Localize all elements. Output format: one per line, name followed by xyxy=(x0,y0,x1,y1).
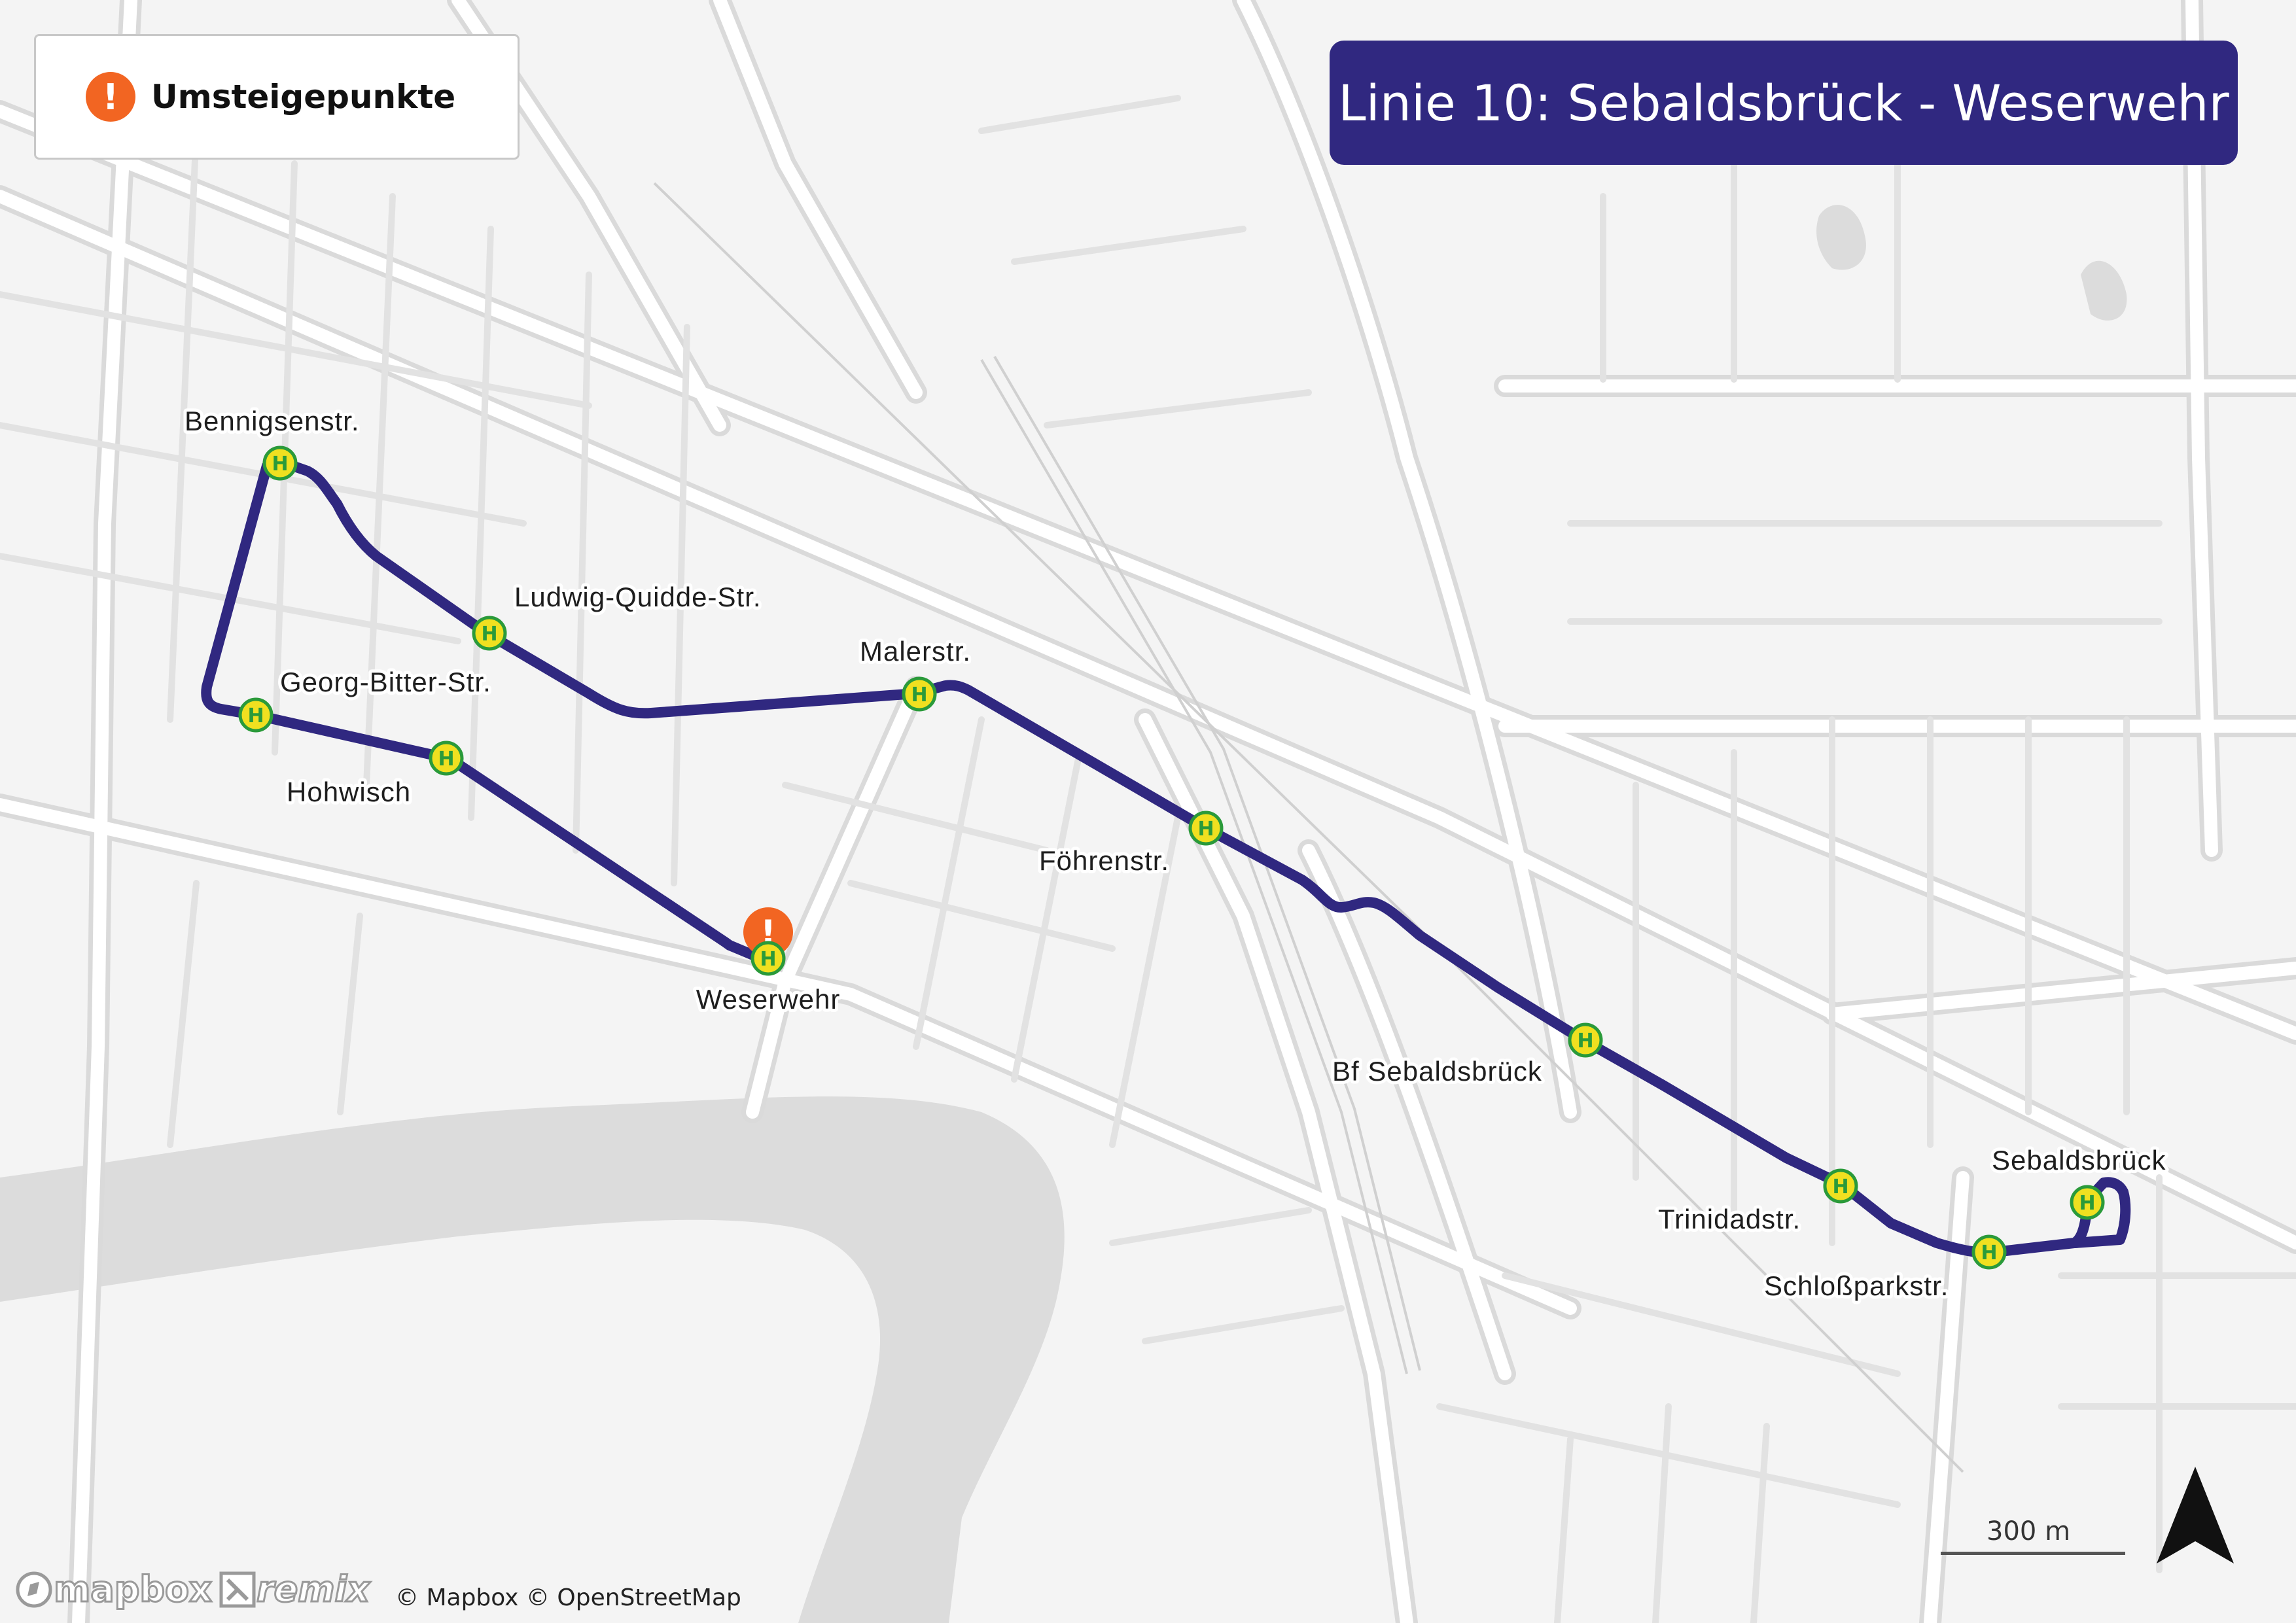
exclamation-icon: ! xyxy=(86,72,135,122)
transfer-circle xyxy=(743,907,793,957)
stop-circle xyxy=(2070,1185,2105,1220)
stop-circle xyxy=(429,741,464,776)
stop-circle xyxy=(902,676,937,712)
stop-label-trinidadstr: Trinidadstr. xyxy=(1658,1204,1801,1234)
bus-stop-h-icon: H xyxy=(438,748,454,771)
bus-stop-h-icon: H xyxy=(1197,818,1214,841)
bus-stop-h-icon: H xyxy=(1981,1242,1997,1265)
scale-bar xyxy=(1941,1552,2125,1555)
stop-circle xyxy=(1823,1168,1858,1204)
stop-label-ludwig-quidde-str: Ludwig-Quidde-Str. xyxy=(514,582,762,612)
north-arrow-icon xyxy=(2157,1467,2234,1563)
stop-label-sebaldsbrück: Sebaldsbrück xyxy=(1992,1145,2166,1176)
stop-label-weserwehr: Weserwehr xyxy=(696,984,841,1015)
bus-stop-h-icon: H xyxy=(2079,1192,2095,1215)
stop-marker-bf-sebaldsbrück[interactable]: H xyxy=(1568,1022,1603,1058)
stop-label-föhrenstr: Föhrenstr. xyxy=(1039,845,1169,876)
stop-circle xyxy=(238,697,274,733)
stop-label-hohwisch: Hohwisch xyxy=(287,777,411,807)
stop-circle xyxy=(262,445,298,481)
remix-logo-icon xyxy=(219,1571,256,1607)
remix-logo: remix xyxy=(219,1568,371,1611)
mapbox-logo-text: mapbox xyxy=(53,1568,213,1611)
stop-label-georg-bitter-str: Georg-Bitter-Str. xyxy=(280,667,491,697)
bus-stop-h-icon: H xyxy=(272,453,288,476)
stop-marker-bennigsenstr[interactable]: H xyxy=(262,445,298,481)
minor-streets xyxy=(0,95,2296,1623)
stop-circle xyxy=(751,941,786,976)
legend-box: ! Umsteigepunkte xyxy=(34,34,520,160)
bus-stop-h-icon: H xyxy=(247,705,264,727)
stop-circle xyxy=(1971,1234,2007,1270)
stop-label-malerstr: Malerstr. xyxy=(860,636,971,667)
route-title-box: Linie 10: Sebaldsbrück - Weserwehr xyxy=(1330,41,2238,165)
stop-marker-malerstr[interactable]: H xyxy=(902,676,937,712)
bus-stop-h-icon: H xyxy=(911,684,927,707)
stop-circle xyxy=(1568,1022,1603,1058)
stop-marker-schloßparkstr[interactable]: H xyxy=(1971,1234,2007,1270)
stop-circle xyxy=(1188,811,1224,846)
bus-stop-h-icon: H xyxy=(481,623,497,646)
stop-marker-georg-bitter-str[interactable]: H xyxy=(238,697,274,733)
stop-marker-sebaldsbrück[interactable]: H xyxy=(2070,1185,2105,1220)
stop-circle xyxy=(472,616,507,651)
bus-stop-h-icon: H xyxy=(760,948,776,971)
scale-label: 300 m xyxy=(1987,1516,2071,1546)
route-line-10 xyxy=(201,455,2131,1258)
stop-labels: Bennigsenstr. Ludwig-Quidde-Str. Malerstr.… xyxy=(181,402,2168,1304)
mapbox-logo: mapbox xyxy=(14,1568,213,1611)
remix-logo-text: remix xyxy=(256,1568,371,1611)
legend-label: Umsteigepunkte xyxy=(151,78,456,116)
bus-stop-h-icon: H xyxy=(1832,1176,1848,1198)
route-title: Linie 10: Sebaldsbrück - Weserwehr xyxy=(1338,73,2229,132)
stop-marker-ludwig-quidde-str[interactable]: H xyxy=(472,616,507,651)
river-weser xyxy=(0,205,2127,1623)
map-attribution: © Mapbox © OpenStreetMap xyxy=(395,1584,741,1611)
stop-marker-hohwisch[interactable]: H xyxy=(429,741,464,776)
stop-marker-föhrenstr[interactable]: H xyxy=(1188,811,1224,846)
stop-label-bennigsenstr: Bennigsenstr. xyxy=(185,406,360,436)
stop-marker-trinidadstr[interactable]: H xyxy=(1823,1168,1858,1204)
bus-stop-h-icon: H xyxy=(1577,1030,1593,1053)
stop-label-bf-sebaldsbrück: Bf Sebaldsbrück xyxy=(1332,1056,1542,1087)
stop-marker-weserwehr[interactable]: H xyxy=(751,941,786,976)
mapbox-logo-icon xyxy=(16,1571,52,1607)
stop-label-schloßparkstr: Schloßparkstr. xyxy=(1764,1270,1949,1301)
